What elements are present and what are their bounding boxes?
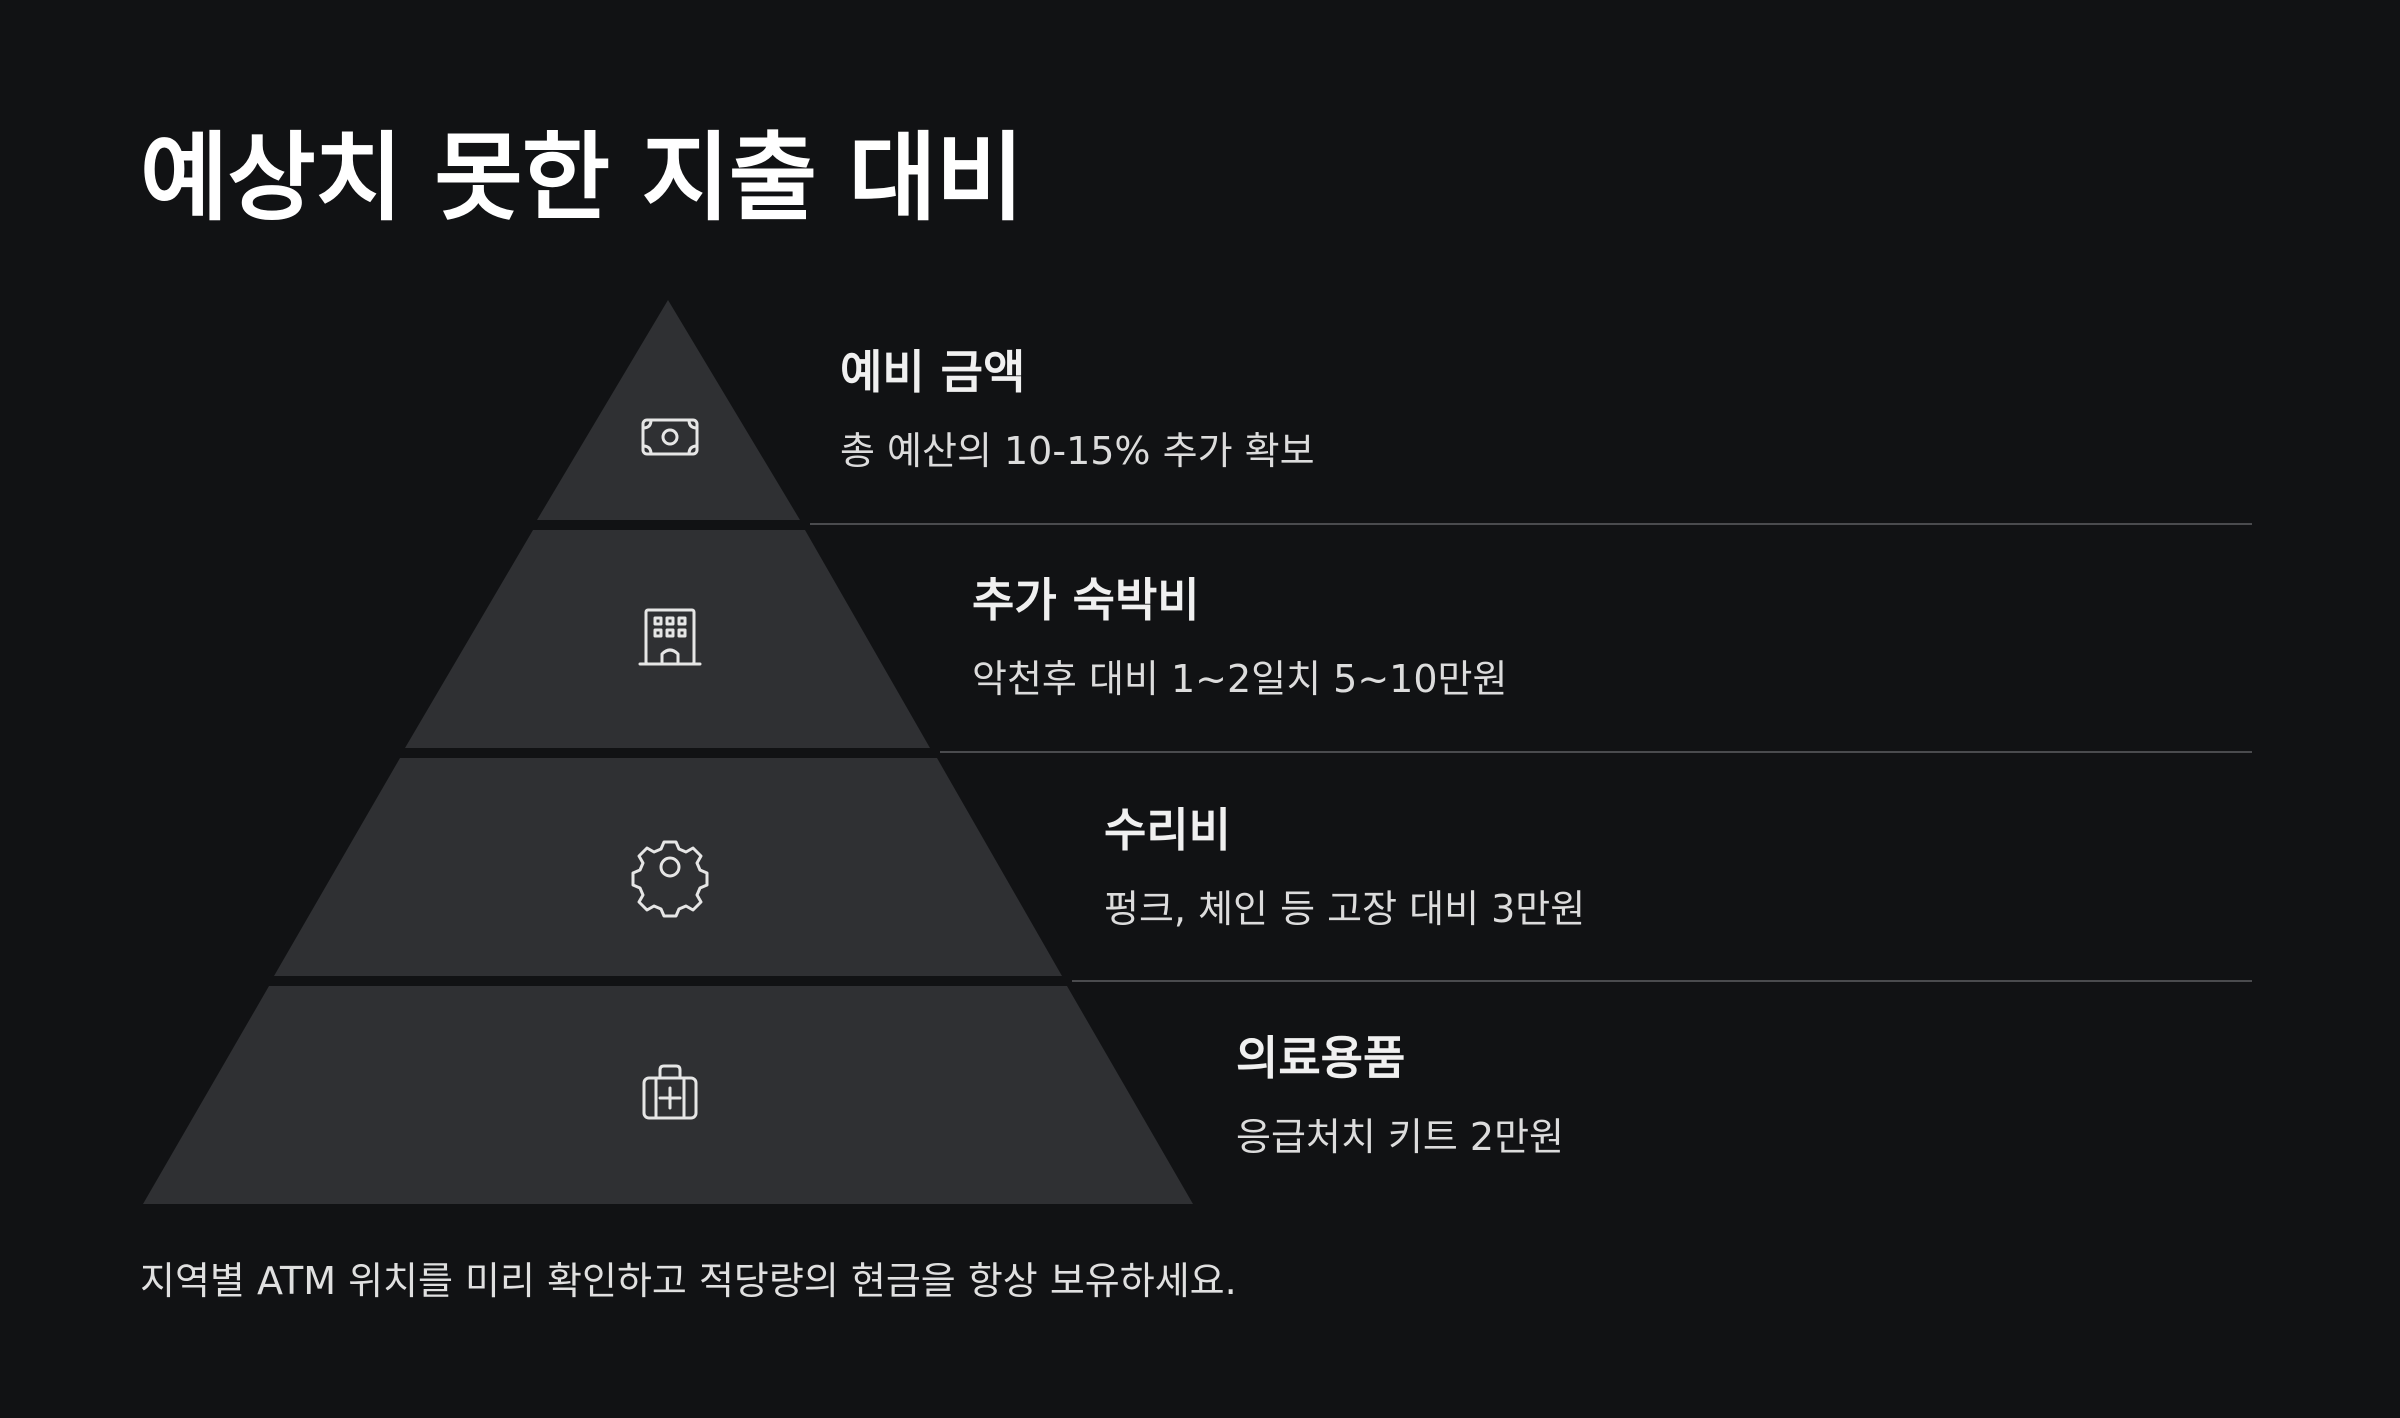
- cash-icon: [641, 418, 699, 456]
- hotel-icon: [638, 608, 702, 666]
- pyramid-tier-3: [274, 758, 1062, 976]
- tier-2-desc: 악천후 대비 1~2일치 5~10만원: [972, 657, 1508, 701]
- tier-3-desc: 펑크, 체인 등 고장 대비 3만원: [1104, 887, 1586, 931]
- tier-2-title: 추가 숙박비: [972, 573, 1200, 627]
- tier-3-title: 수리비: [1104, 803, 1231, 857]
- pyramid-tier-2: [405, 530, 930, 748]
- tier-4-desc: 응급처치 키트 2만원: [1236, 1115, 1565, 1159]
- page-title: 예상치 못한 지출 대비: [140, 122, 1024, 234]
- pyramid-tier-1: [537, 300, 800, 520]
- footer-note: 지역별 ATM 위치를 미리 확인하고 적당량의 현금을 항상 보유하세요.: [140, 1259, 1237, 1303]
- pyramid-tier-4: [143, 986, 1193, 1204]
- first-aid-kit-icon: [642, 1064, 698, 1120]
- tier-1-desc: 총 예산의 10-15% 추가 확보: [840, 429, 1315, 473]
- gear-icon: [631, 840, 709, 918]
- tier-4-title: 의료용품: [1236, 1031, 1406, 1085]
- tier-1-title: 예비 금액: [840, 345, 1026, 399]
